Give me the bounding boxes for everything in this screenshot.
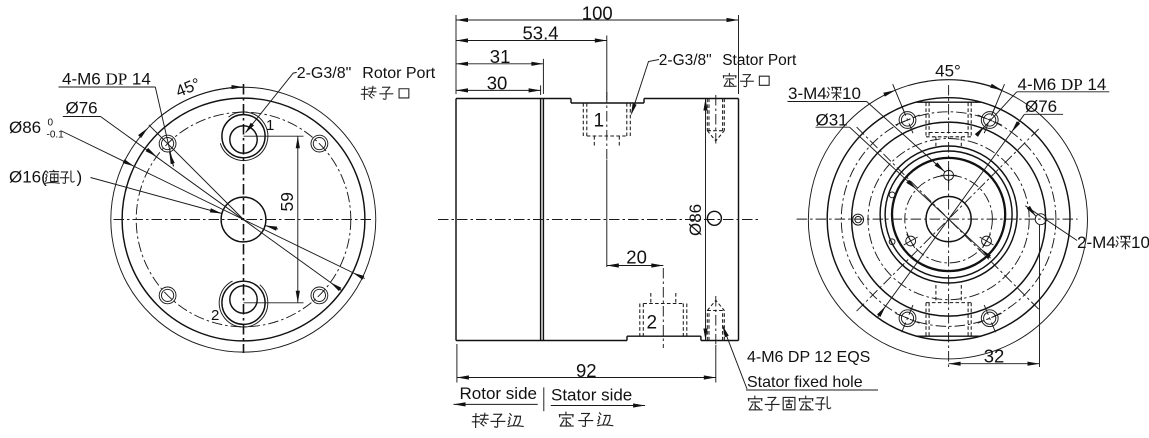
svg-text:): ) <box>77 168 83 187</box>
svg-text:3-M4: 3-M4 <box>788 84 827 103</box>
svg-text:Ø16(: Ø16( <box>9 168 47 187</box>
svg-text:2-G3/8": 2-G3/8" <box>659 52 712 69</box>
svg-text:Ø86: Ø86 <box>686 204 705 236</box>
svg-text:31: 31 <box>490 46 511 67</box>
svg-text:4-M6 DP 14: 4-M6 DP 14 <box>1018 75 1107 94</box>
svg-text:4-M6 DP 12 EQS: 4-M6 DP 12 EQS <box>747 349 870 366</box>
svg-text:45°: 45° <box>935 62 961 81</box>
svg-text:53.4: 53.4 <box>523 23 559 44</box>
svg-text:-0.1: -0.1 <box>47 130 65 141</box>
svg-text:Ø31: Ø31 <box>816 111 848 130</box>
svg-text:1: 1 <box>266 117 274 134</box>
svg-text:10: 10 <box>842 84 861 103</box>
svg-text:92: 92 <box>576 360 597 381</box>
svg-text:2-G3/8": 2-G3/8" <box>297 65 352 82</box>
svg-text:Rotor side: Rotor side <box>460 384 537 403</box>
svg-text:Ø76: Ø76 <box>1025 97 1057 116</box>
svg-text:0: 0 <box>48 118 54 129</box>
svg-text:2: 2 <box>647 313 658 334</box>
svg-text:4-M6 DP 14: 4-M6 DP 14 <box>62 70 151 89</box>
svg-text:10: 10 <box>1131 233 1149 252</box>
svg-text:Stator fixed hole: Stator fixed hole <box>747 374 863 391</box>
svg-text:2: 2 <box>211 307 219 324</box>
svg-text:Ø86: Ø86 <box>9 118 41 137</box>
svg-text:2-M4: 2-M4 <box>1077 233 1116 252</box>
svg-text:1: 1 <box>594 111 605 132</box>
svg-text:20: 20 <box>626 246 647 267</box>
svg-text:32: 32 <box>984 346 1005 367</box>
svg-text:Rotor Port: Rotor Port <box>362 65 435 82</box>
svg-text:Stator side: Stator side <box>551 386 632 405</box>
svg-text:Ø76: Ø76 <box>66 99 98 118</box>
svg-text:30: 30 <box>487 73 508 94</box>
svg-text:Stator Port: Stator Port <box>722 52 797 69</box>
svg-text:100: 100 <box>582 2 613 23</box>
svg-text:59: 59 <box>277 192 297 211</box>
